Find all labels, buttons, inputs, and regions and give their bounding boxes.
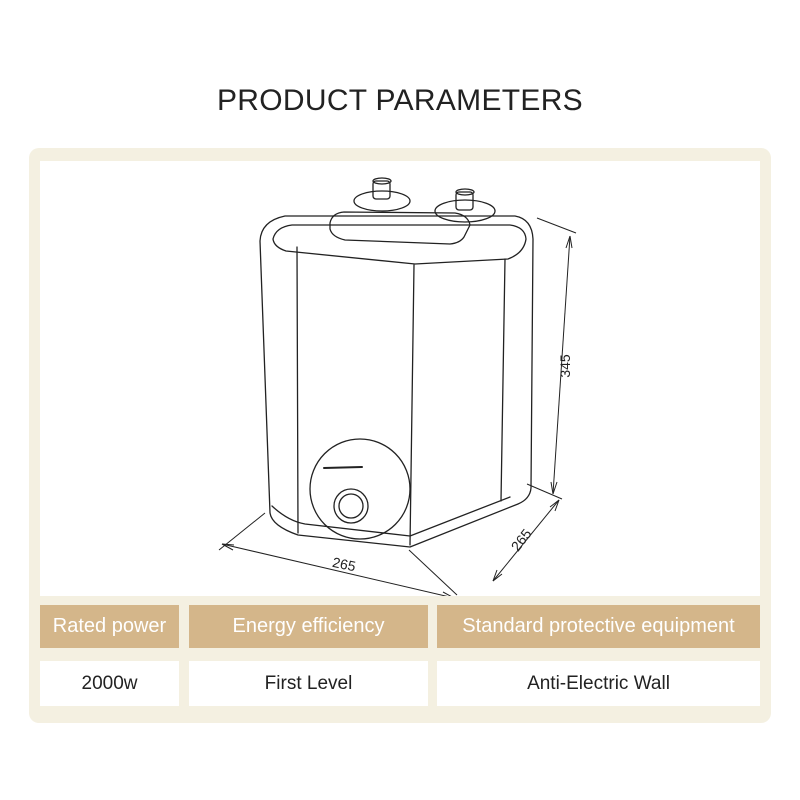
heater-top-lid: [329, 211, 471, 245]
width-arrow-left: [221, 543, 235, 551]
rated-power-value: 2000w: [40, 661, 179, 706]
page-title: PRODUCT PARAMETERS: [216, 84, 583, 117]
parameters-panel: 345 265 265 Rated power Energy efficienc…: [29, 148, 771, 723]
heater-body-outline: [259, 215, 534, 548]
outlet-fitting-base: [434, 199, 496, 223]
heater-top-cap: [272, 224, 527, 265]
height-arrow-bottom: [550, 481, 558, 495]
rated-power-header: Rated power: [40, 605, 179, 648]
width-dimension-label: 265: [331, 554, 357, 575]
depth-arrow-top: [549, 499, 560, 512]
control-knob-inner: [338, 493, 364, 519]
depth-dimension-line: [492, 499, 560, 582]
protective-equipment-header: Standard protective equipment: [437, 605, 760, 648]
width-dimension-line: [221, 543, 448, 596]
inlet-fitting-pipe: [372, 180, 391, 200]
energy-efficiency-header: Energy efficiency: [189, 605, 428, 648]
water-heater-dimension-drawing: 345 265 265: [218, 177, 577, 596]
bottom-trim: [271, 496, 511, 537]
width-arrow-right: [442, 591, 452, 596]
height-arrow-top: [565, 235, 573, 249]
outlet-fitting-cap: [455, 188, 475, 196]
right-side-edge: [500, 258, 506, 502]
width-extension-right: [408, 549, 458, 596]
height-dimension-label: 345: [557, 354, 573, 378]
width-extension-left: [218, 512, 266, 551]
depth-dimension-label: 265: [508, 526, 535, 554]
height-extension-bottom: [526, 483, 563, 500]
height-dimension-line: [552, 235, 571, 495]
depth-arrow-bottom: [492, 569, 503, 582]
control-knob-outer: [333, 488, 369, 524]
inlet-fitting-base: [353, 190, 411, 212]
product-drawing-area: 345 265 265: [40, 161, 760, 596]
front-dial-indicator: [323, 466, 363, 469]
height-extension-top: [536, 217, 577, 234]
front-dial-bezel: [309, 438, 411, 540]
energy-efficiency-value: First Level: [189, 661, 428, 706]
outlet-fitting-pipe: [455, 191, 474, 211]
inlet-fitting-cap: [372, 177, 392, 185]
front-left-edge: [296, 246, 299, 534]
protective-equipment-value: Anti-Electric Wall: [437, 661, 760, 706]
front-right-edge: [409, 264, 415, 546]
